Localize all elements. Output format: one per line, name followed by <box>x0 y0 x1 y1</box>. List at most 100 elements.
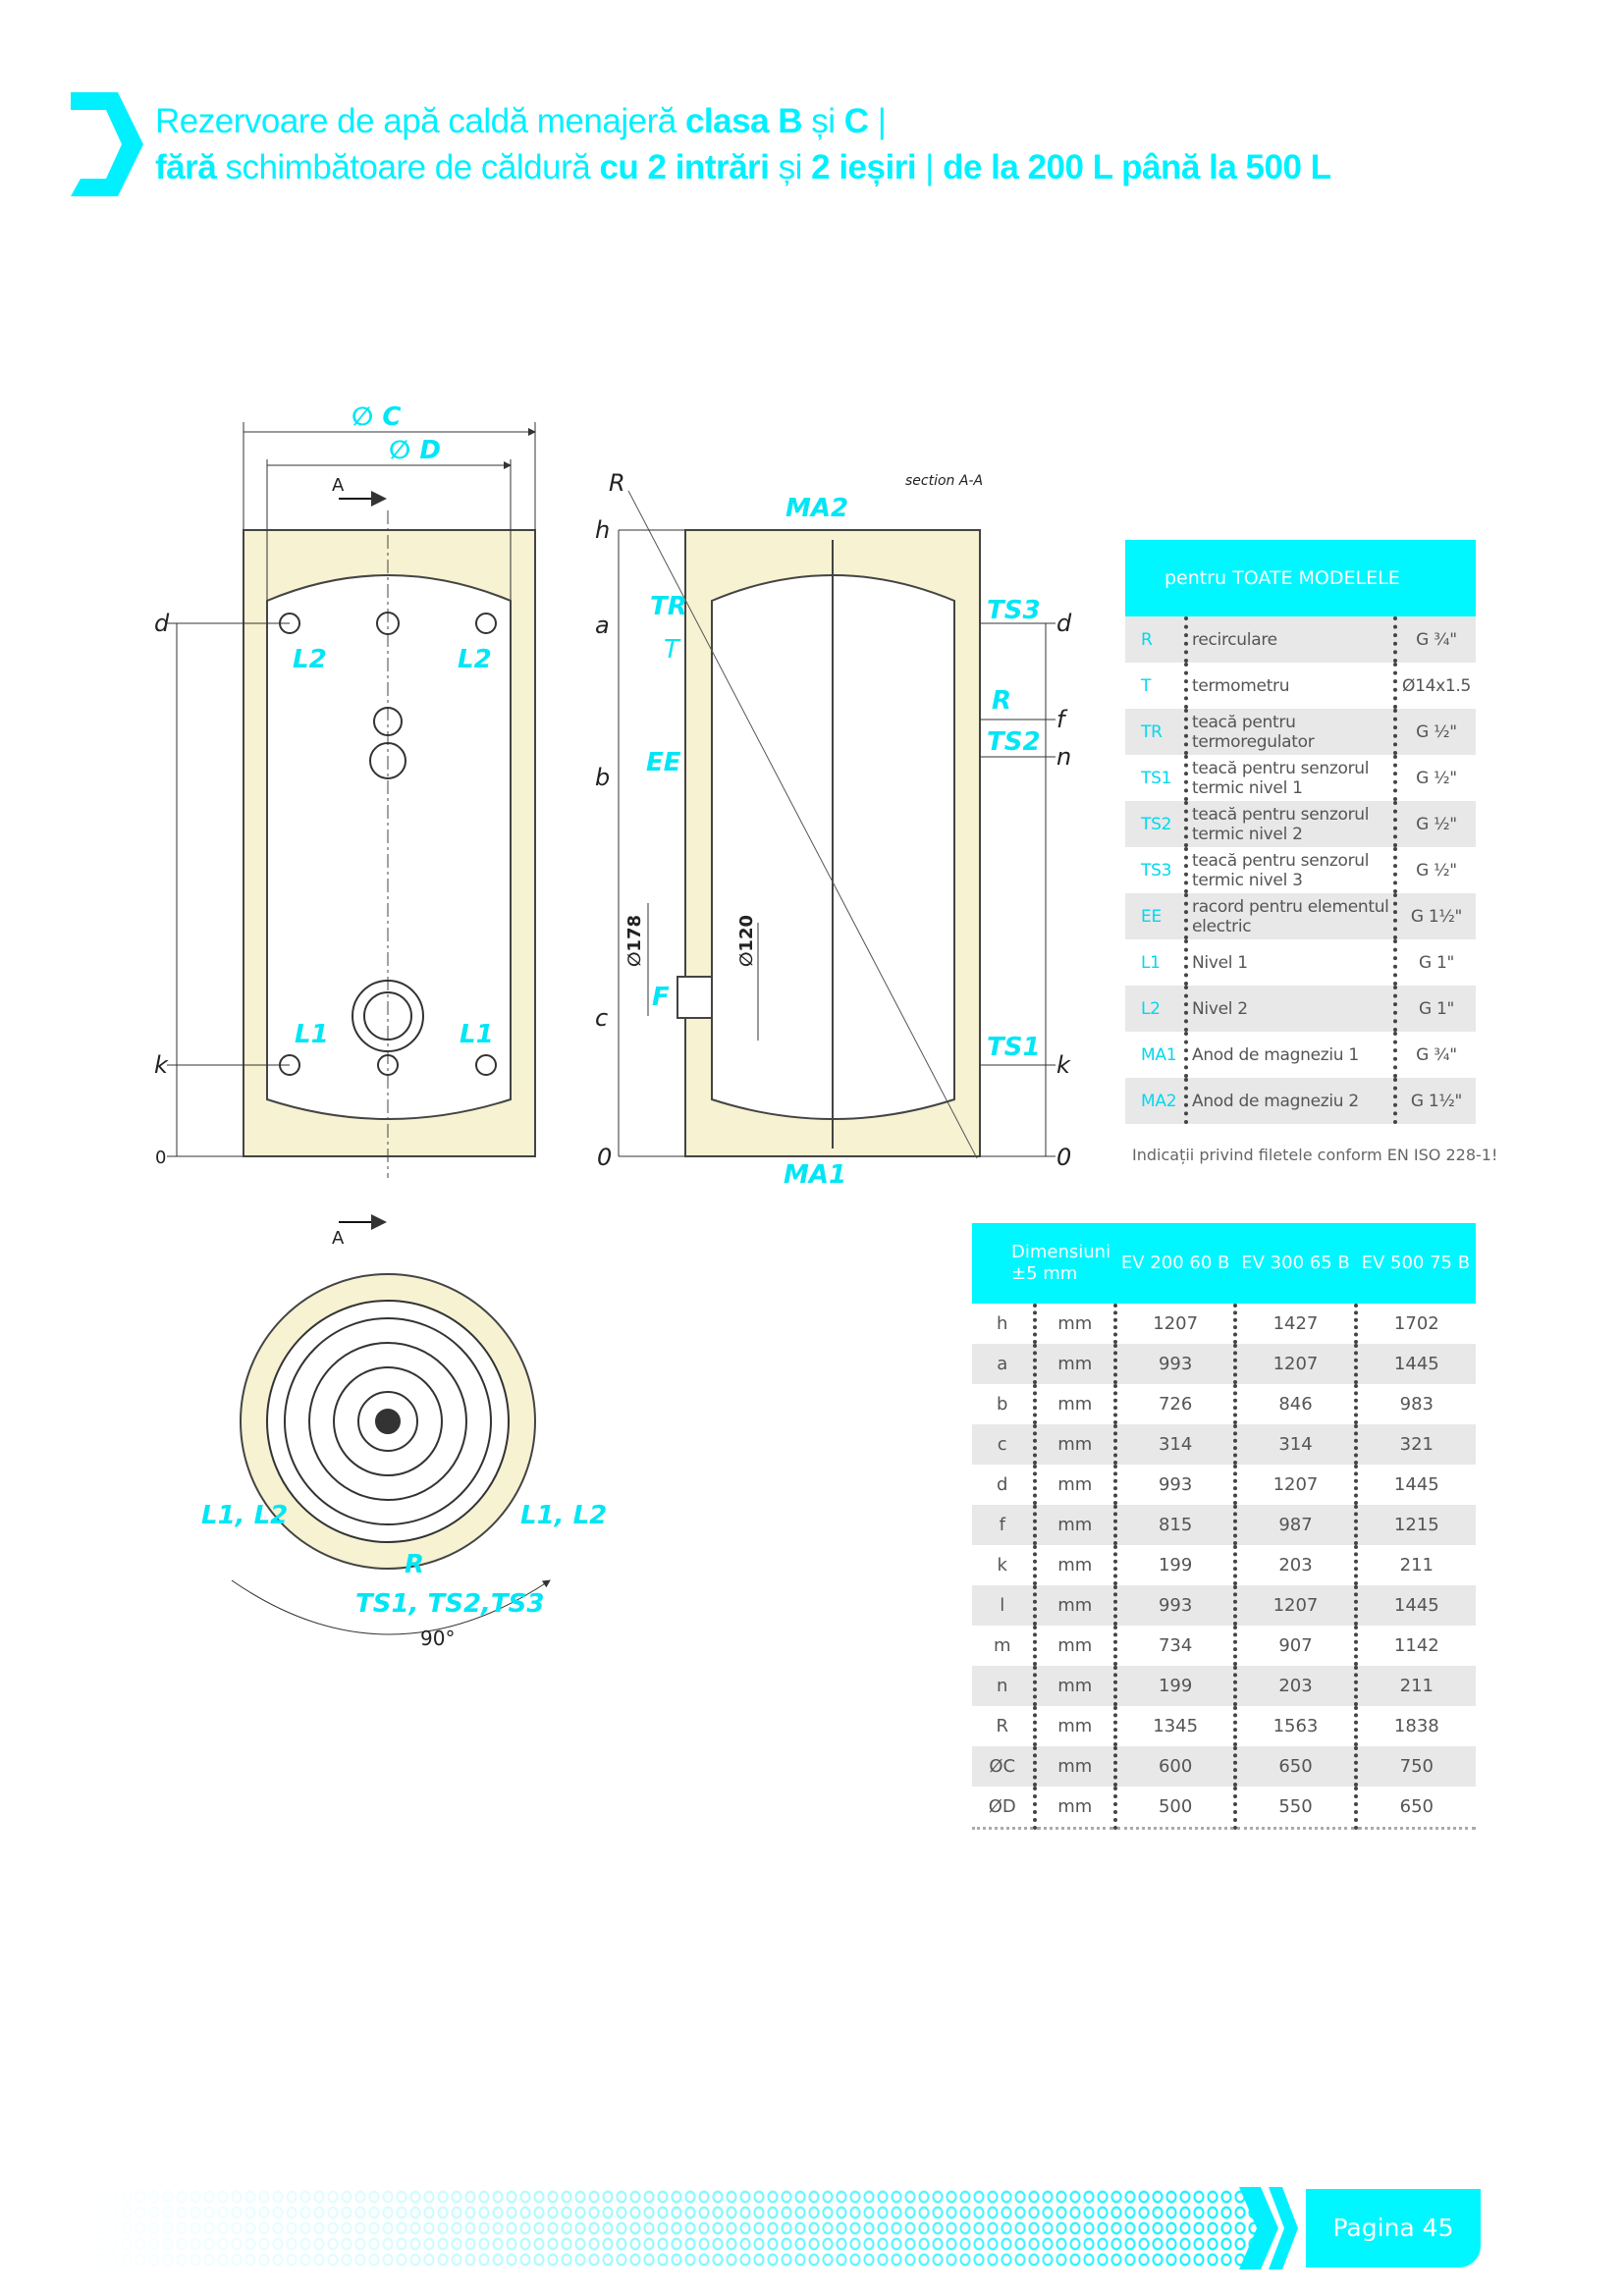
dimension-unit: mm <box>1032 1384 1115 1424</box>
label-l1-l2-left: L1, L2 <box>201 1501 288 1530</box>
value-ev200: 993 <box>1112 1344 1236 1384</box>
dimension-label: f <box>972 1505 1035 1545</box>
value-ev300: 1427 <box>1233 1304 1356 1344</box>
label-tr: TR <box>650 592 687 621</box>
value-ev500: 211 <box>1353 1666 1476 1706</box>
label-ma2: MA2 <box>785 494 848 523</box>
value-ev500: 1445 <box>1353 1465 1476 1505</box>
label-zero: 0 <box>155 1148 166 1168</box>
connection-code: TR <box>1125 709 1186 755</box>
label-d-right: d <box>1056 610 1072 637</box>
value-ev300: 1207 <box>1233 1585 1356 1626</box>
label-r-right: R <box>992 686 1011 716</box>
value-ev300: 1207 <box>1233 1344 1356 1384</box>
title-segment: cu 2 intrări <box>599 148 770 187</box>
label-ee: EE <box>646 748 681 777</box>
connection-code: R <box>1125 616 1186 663</box>
label-t: T <box>664 635 681 665</box>
connection-description: Anod de magneziu 1 <box>1184 1032 1397 1078</box>
title-segment: Rezervoare de apă caldă menajeră <box>155 102 685 140</box>
value-ev300: 907 <box>1233 1626 1356 1666</box>
chevron-logo-icon <box>71 92 143 196</box>
label-phi-d: ∅ D <box>389 436 441 465</box>
connection-thread: G 1" <box>1418 952 1454 973</box>
connection-code: MA1 <box>1141 1044 1177 1065</box>
model-header-1: EV 200 60 B <box>1115 1223 1236 1304</box>
value-ev200: 199 <box>1112 1666 1236 1706</box>
dimension-label: a <box>972 1344 1035 1384</box>
title-line-2: fără schimbătoare de căldură cu 2 intrăr… <box>155 144 1331 190</box>
label-a: a <box>595 612 610 639</box>
value-ev200: 199 <box>1112 1545 1236 1585</box>
value-ev200: 993 <box>1112 1585 1236 1626</box>
value-ev200: 815 <box>1112 1505 1236 1545</box>
dimension-label: c <box>972 1424 1035 1465</box>
label-f-flange: F <box>652 983 670 1012</box>
title-segment: 2 ieșiri <box>811 148 917 187</box>
thread-note: Indicații privind filetele conform EN IS… <box>1132 1146 1498 1164</box>
section-mark-top: A <box>332 475 345 496</box>
value-ev300: 314 <box>1233 1424 1356 1465</box>
model-header-3: EV 500 75 B <box>1355 1223 1476 1304</box>
title-line-1: Rezervoare de apă caldă menajeră clasa B… <box>155 98 1331 144</box>
value-ev500: 321 <box>1353 1424 1476 1465</box>
label-l1-right: L1 <box>460 1020 494 1049</box>
connection-description: Nivel 2 <box>1184 986 1397 1032</box>
label-k: k <box>154 1051 169 1079</box>
title-segment: | <box>916 148 944 187</box>
title-segment: și <box>802 102 844 140</box>
section-title: section A-A <box>905 473 983 489</box>
dimension-unit: mm <box>1032 1666 1115 1706</box>
connection-code: MA2 <box>1125 1078 1186 1124</box>
connection-description: teacă pentru senzorul termic nivel 3 <box>1184 847 1397 893</box>
label-ts1: TS1 <box>987 1033 1041 1062</box>
label-phi-c: ∅ C <box>352 402 401 432</box>
connection-description: racord pentru elementul electric <box>1184 893 1397 939</box>
label-l2-right: L2 <box>458 645 492 674</box>
page-title: Rezervoare de apă caldă menajeră clasa B… <box>155 98 1331 190</box>
value-ev200: 500 <box>1112 1787 1236 1830</box>
value-ev200: 314 <box>1112 1424 1236 1465</box>
front-view: ∅ C ∅ D A A d k 0 L2 L2 L1 L1 <box>154 402 536 1249</box>
label-diam-120: ∅120 <box>736 915 757 967</box>
value-ev200: 1345 <box>1112 1706 1236 1746</box>
dimension-label: ØD <box>972 1787 1035 1830</box>
value-ev300: 987 <box>1233 1505 1356 1545</box>
value-ev500: 1445 <box>1353 1344 1476 1384</box>
page-number: Pagina 45 <box>1306 2189 1481 2268</box>
connection-thread: G ½" <box>1395 709 1476 755</box>
connection-thread: G 1½" <box>1395 1078 1476 1124</box>
connection-code: T <box>1141 675 1152 696</box>
value-ev300: 203 <box>1233 1666 1356 1706</box>
label-l1-l2-right: L1, L2 <box>520 1501 607 1530</box>
label-angle: 90° <box>420 1627 455 1650</box>
value-ev300: 650 <box>1233 1746 1356 1787</box>
connection-description: termometru <box>1184 663 1397 709</box>
value-ev200: 726 <box>1112 1384 1236 1424</box>
connection-description: teacă pentru senzorul termic nivel 2 <box>1184 801 1397 847</box>
label-l1-left: L1 <box>295 1020 329 1049</box>
dimension-label: h <box>997 1313 1008 1334</box>
connection-code: TS3 <box>1141 860 1172 881</box>
dimension-label: ØC <box>972 1746 1035 1787</box>
technical-drawings: ∅ C ∅ D A A d k 0 L2 L2 L1 L1 R section … <box>154 402 1072 1650</box>
top-view: L1, L2 L1, L2 R TS1, TS2,TS3 90° <box>201 1273 607 1650</box>
value-ev200: 734 <box>1112 1626 1236 1666</box>
connection-thread: G ½" <box>1395 801 1476 847</box>
value-ev200: 993 <box>1112 1465 1236 1505</box>
value-ev500: 650 <box>1353 1787 1476 1830</box>
dimension-unit: mm <box>1032 1304 1115 1344</box>
connection-code: TS1 <box>1141 768 1172 788</box>
